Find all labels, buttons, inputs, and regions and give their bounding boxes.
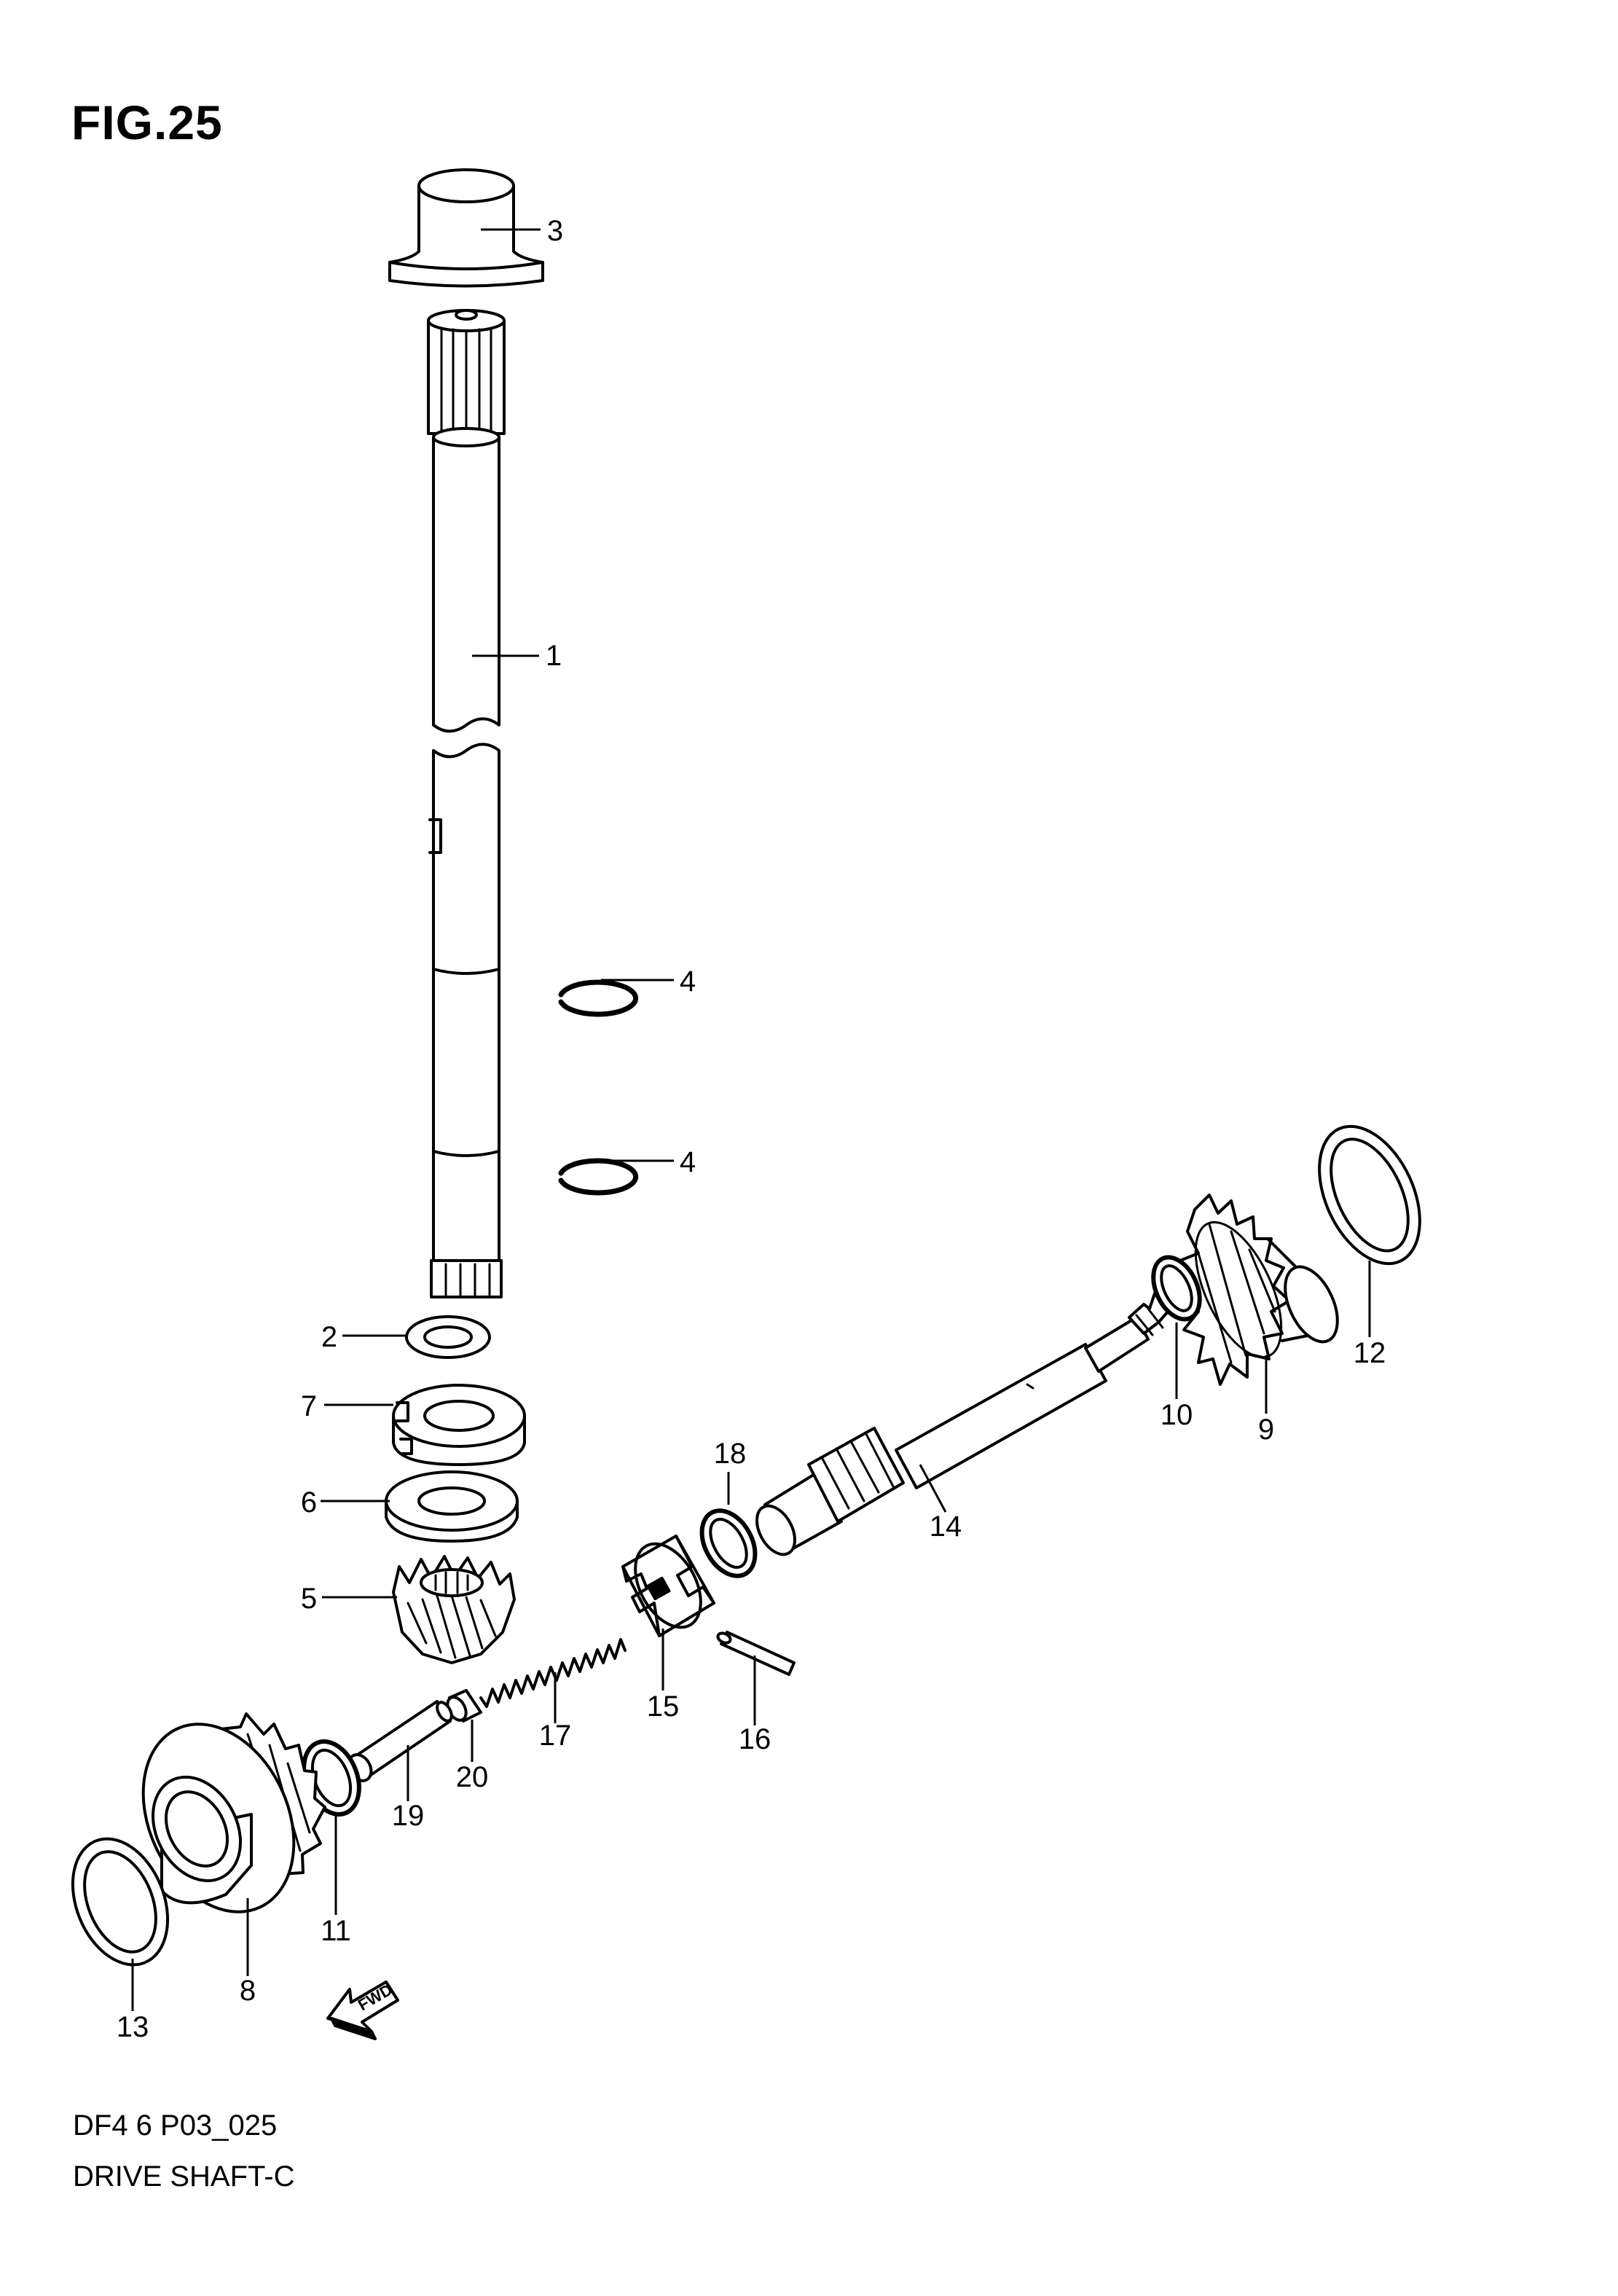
callout-8: 8 <box>240 1975 256 2007</box>
callout-14: 14 <box>930 1511 962 1543</box>
callout-20: 20 <box>456 1761 489 1793</box>
part-shim-13 <box>71 1837 170 1967</box>
callout-3: 3 <box>547 215 563 247</box>
part-spring <box>479 1638 627 1708</box>
callout-10: 10 <box>1161 1399 1193 1431</box>
callout-11: 11 <box>321 1915 351 1947</box>
callout-19: 19 <box>392 1800 425 1832</box>
figure-name: DRIVE SHAFT-C <box>73 2160 295 2193</box>
figure-title: FIG.25 <box>71 95 223 149</box>
part-shim-tabbed <box>392 1384 526 1466</box>
part-drive-shaft <box>427 309 506 1298</box>
part-o-ring-18 <box>699 1508 758 1578</box>
part-forward-gear <box>141 1712 326 1913</box>
callout-4-lower: 4 <box>680 1146 696 1178</box>
callout-2: 2 <box>321 1321 337 1353</box>
callout-13: 13 <box>117 2011 149 2043</box>
figure-code: DF4 6 P03_025 <box>73 2109 278 2142</box>
callout-15: 15 <box>647 1690 680 1723</box>
part-pin-16 <box>716 1631 796 1676</box>
part-reverse-gear <box>1179 1194 1339 1386</box>
callout-1: 1 <box>546 640 562 672</box>
part-snap-ring-lower <box>558 1158 639 1196</box>
callout-18: 18 <box>714 1438 747 1470</box>
part-clutch <box>621 1535 715 1637</box>
callout-9: 9 <box>1258 1414 1274 1446</box>
part-snap-ring-upper <box>558 979 639 1017</box>
callout-4-upper: 4 <box>680 965 696 998</box>
part-propeller-shaft <box>755 1285 1176 1556</box>
part-pinion-gear <box>392 1555 516 1664</box>
part-washer-small <box>405 1315 491 1359</box>
part-cap <box>388 168 544 288</box>
part-shim-12 <box>1318 1124 1421 1266</box>
part-o-ring-11 <box>302 1739 361 1817</box>
callout-17: 17 <box>539 1720 572 1752</box>
callout-12: 12 <box>1354 1337 1386 1369</box>
callout-5: 5 <box>301 1583 317 1615</box>
callout-16: 16 <box>739 1723 771 1755</box>
callout-7: 7 <box>301 1390 317 1422</box>
part-rod-19 <box>347 1700 453 1782</box>
callout-6: 6 <box>301 1486 317 1519</box>
part-thrust-washer <box>385 1470 519 1543</box>
fwd-arrow-icon: FWD <box>326 1980 399 2040</box>
part-o-ring-10 <box>1151 1255 1202 1322</box>
